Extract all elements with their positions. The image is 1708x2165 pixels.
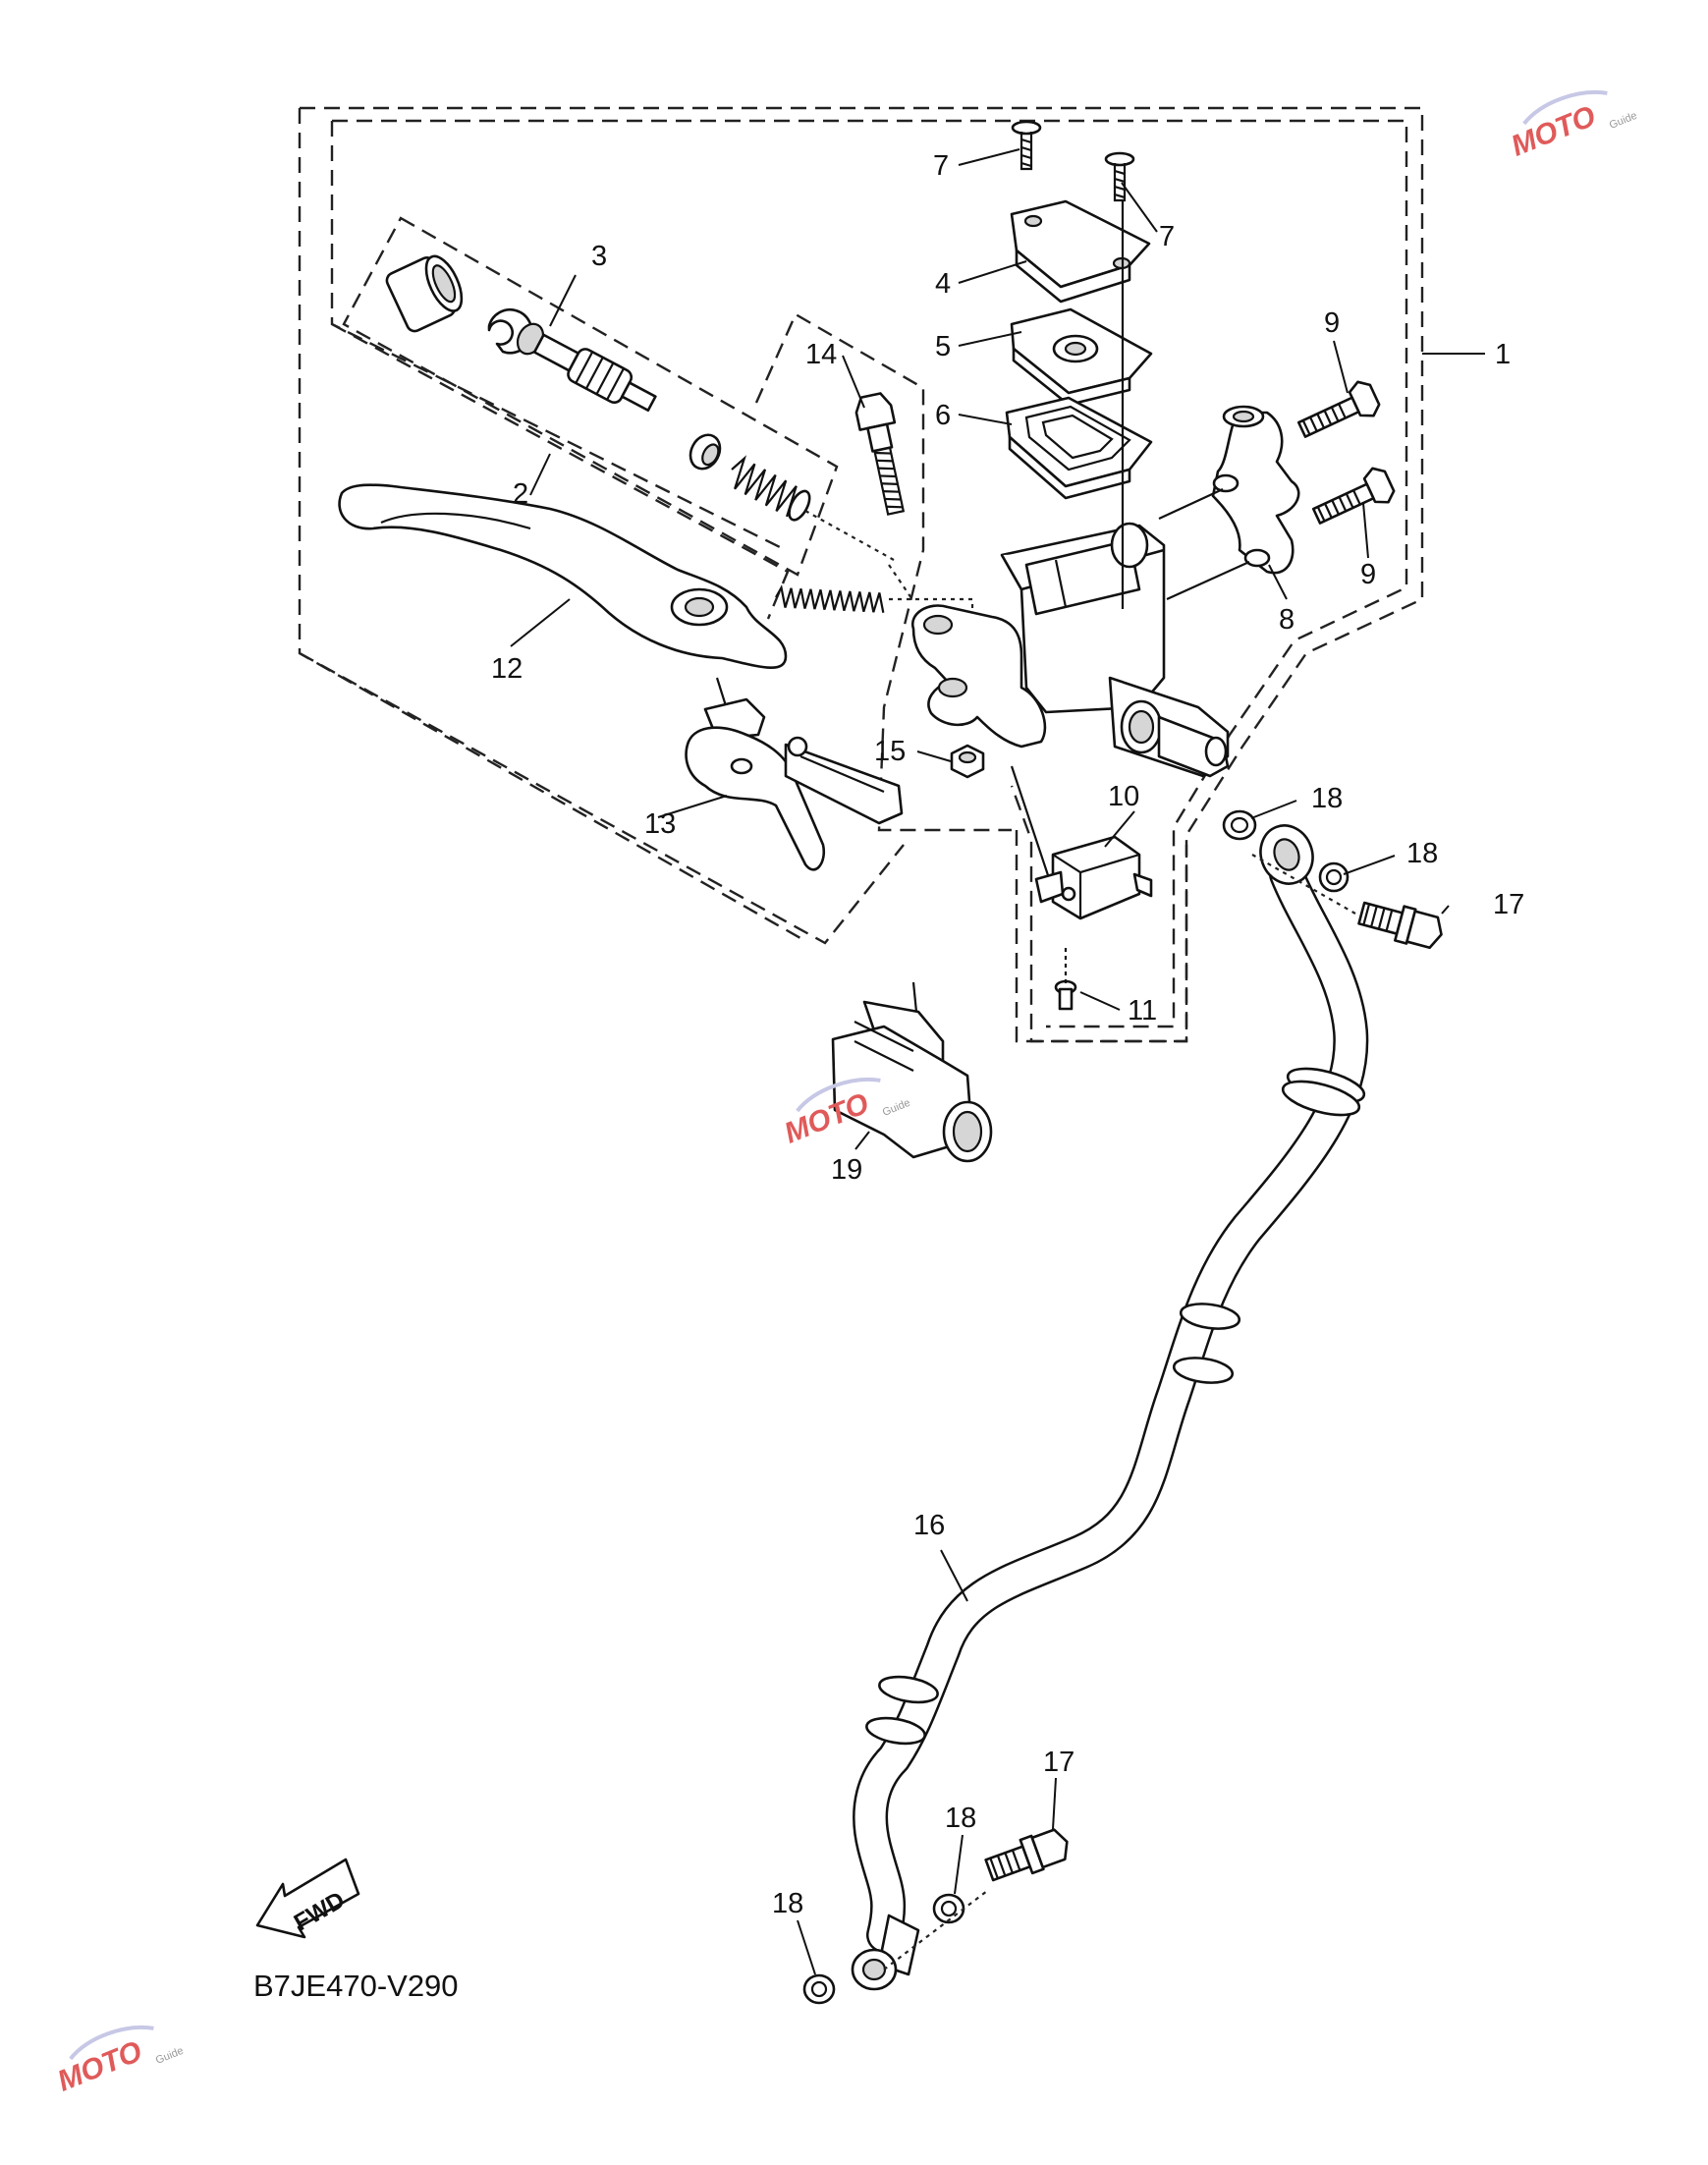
callout-13: 13 (644, 808, 676, 840)
diaphragm-plate (1010, 307, 1153, 407)
callout-3: 3 (591, 241, 607, 272)
lever-pivot-line (889, 597, 974, 616)
fwd-arrow: FWD (255, 1858, 360, 1939)
washer-lower-left (802, 1973, 836, 2005)
clamp-bolt-upper (1296, 380, 1381, 438)
watermark-logo-bottom: MOTO Guide (53, 2026, 186, 2098)
piston (516, 322, 657, 413)
washer-lower-right (932, 1893, 965, 1924)
callout-8: 8 (1279, 604, 1295, 636)
diagram-code: B7JE470-V290 (253, 1969, 459, 2003)
clamp-bolt-lower (1311, 467, 1396, 525)
callout-14: 14 (805, 339, 837, 370)
callout-4: 4 (935, 268, 951, 300)
callout-7-left: 7 (933, 150, 949, 182)
union-bolt-upper (1357, 901, 1443, 950)
piston-kit (385, 254, 811, 522)
group-2-box (331, 322, 790, 620)
callout-1: 1 (1495, 339, 1511, 370)
banjo-fitting-upper (1259, 824, 1314, 885)
brake-hose (853, 857, 1369, 1953)
cup-seal (385, 254, 464, 333)
callout-18-upper-right: 18 (1406, 838, 1438, 869)
callouts: 1 2 3 4 5 6 7 7 8 9 9 10 11 12 13 14 15 … (491, 150, 1524, 1919)
switch-box (1015, 830, 1188, 1043)
watermark-text-bottom: MOTO (53, 2035, 146, 2098)
piston-seal (689, 433, 722, 471)
callout-16: 16 (913, 1510, 945, 1541)
union-bolt-lower (984, 1828, 1069, 1882)
group-14-box (754, 312, 1012, 832)
brake-lever (338, 483, 788, 669)
callout-18-lower-left: 18 (772, 1888, 803, 1919)
pivot-bolt (854, 392, 906, 516)
washer-upper-left (1222, 809, 1257, 841)
callout-2: 2 (513, 478, 528, 510)
diaphragm (1005, 396, 1153, 500)
washer-upper-right (1318, 861, 1350, 893)
callout-17-lower: 17 (1043, 1747, 1074, 1778)
group-3-box (342, 216, 839, 577)
stop-switch (1010, 765, 1153, 920)
callout-18-lower-right: 18 (945, 1803, 976, 1834)
master-cylinder-body (910, 522, 1230, 778)
lower-bolt-alignment (883, 1890, 988, 1971)
callout-15: 15 (874, 736, 906, 767)
watermark-subtext-bottom: Guide (154, 2045, 186, 2067)
callout-12: 12 (491, 653, 523, 685)
watermark-text-top: MOTO (1507, 100, 1600, 163)
lever-adjuster (685, 677, 904, 871)
pivot-alignment (888, 564, 914, 602)
cap-screw-left (1011, 120, 1042, 171)
return-spring (731, 455, 811, 522)
piston-alignment (804, 510, 895, 561)
watermark-subtext-top: Guide (1608, 110, 1639, 132)
watermark-text-middle: MOTO (780, 1087, 873, 1150)
callout-17-upper: 17 (1493, 889, 1524, 920)
callout-18-upper-left: 18 (1311, 783, 1343, 814)
callout-10: 10 (1108, 781, 1139, 812)
callout-9-lower: 9 (1360, 559, 1376, 590)
switch-screw (1054, 948, 1077, 1011)
watermark-logo-top: MOTO Guide (1507, 90, 1639, 163)
callout-6: 6 (935, 400, 951, 431)
callout-9-upper: 9 (1324, 307, 1340, 339)
pivot-nut (950, 744, 985, 779)
callout-11: 11 (1128, 995, 1157, 1027)
callout-5: 5 (935, 331, 951, 362)
handlebar-clamp (1158, 405, 1300, 601)
assembly-boundary (298, 106, 1424, 1043)
hose-cover (831, 981, 993, 1163)
upper-bolt-alignment (1251, 854, 1356, 915)
callout-7-right: 7 (1159, 221, 1175, 252)
callout-19: 19 (831, 1154, 862, 1186)
lever-spring (775, 584, 885, 613)
reservoir-cap (1010, 199, 1151, 304)
banjo-fitting-lower (851, 1914, 920, 1991)
cap-screw-right (1104, 151, 1135, 202)
leader-lines (510, 148, 1485, 1975)
